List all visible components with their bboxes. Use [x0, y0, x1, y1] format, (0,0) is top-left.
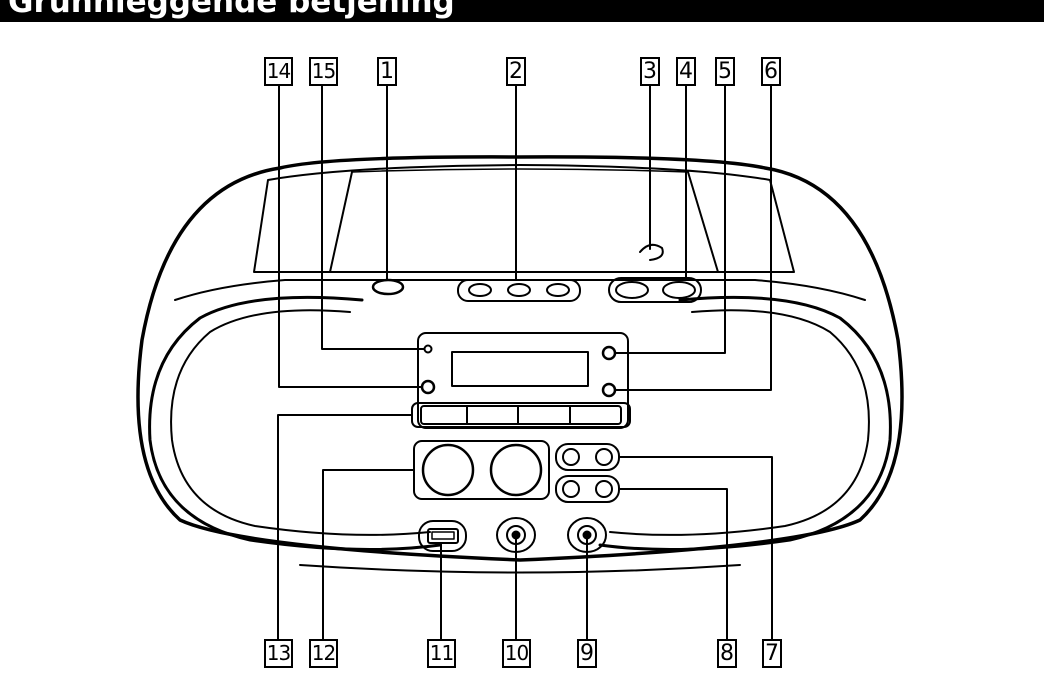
- callout-8: 8: [717, 639, 737, 668]
- top-controls: [371, 243, 702, 303]
- callout-5: 5: [715, 57, 735, 86]
- callout-12: 12: [309, 639, 338, 668]
- callout-10: 10: [502, 639, 531, 668]
- callout-6: 6: [761, 57, 781, 86]
- front-panel: [411, 332, 631, 553]
- callout-3: 3: [640, 57, 660, 86]
- callout-11: 11: [427, 639, 456, 668]
- leader-lines: [277, 83, 773, 641]
- callout-15: 15: [309, 57, 338, 86]
- boombox-body: [136, 155, 904, 574]
- callout-2: 2: [506, 57, 526, 86]
- page-title: Grunnleggende betjening: [8, 0, 455, 20]
- callout-9: 9: [577, 639, 597, 668]
- callout-7: 7: [762, 639, 782, 668]
- callout-14: 14: [264, 57, 293, 86]
- callout-1: 1: [377, 57, 397, 86]
- callout-4: 4: [676, 57, 696, 86]
- callout-13: 13: [264, 639, 293, 668]
- header-bar: Grunnleggende betjening: [0, 0, 1044, 22]
